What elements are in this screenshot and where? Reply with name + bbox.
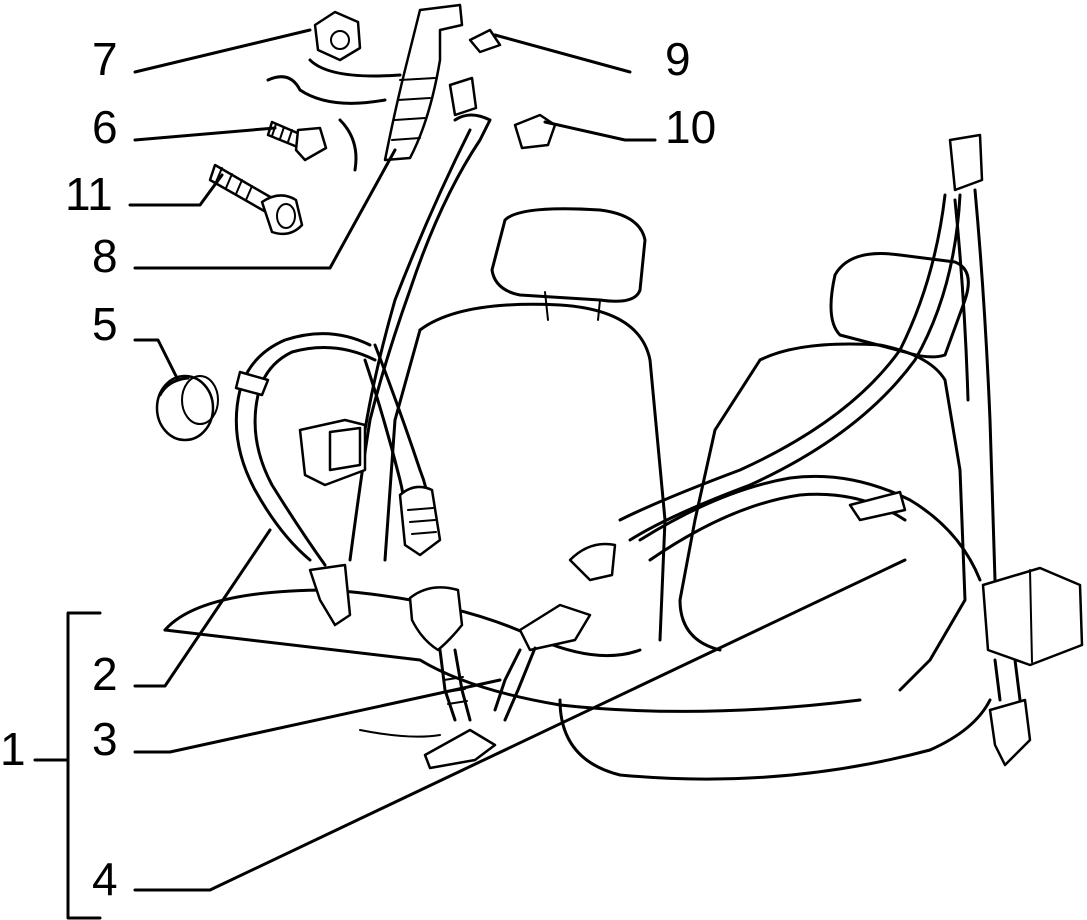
height-adjuster-rail [266,3,464,172]
callout-5: 5 [92,298,118,350]
rear-seat-outline [558,252,992,781]
bolt-part-11 [208,163,304,236]
nut-part-7 [313,10,362,62]
group-bracket-1 [33,611,102,920]
bolt-part-6 [266,120,328,162]
callout-1: 1 [0,723,26,775]
cover-part-10 [513,113,557,150]
callout-4: 4 [92,853,118,905]
callout-3: 3 [92,713,118,765]
leader-lines [128,28,907,892]
callout-10: 10 [665,101,716,153]
callout-6: 6 [92,101,118,153]
callout-8: 8 [92,230,118,282]
cap-part-9 [468,28,502,54]
front-seat-outline [163,207,862,738]
callout-7: 7 [92,33,118,85]
spacer-part-5 [155,374,219,442]
callout-2: 2 [92,648,118,700]
front-buckle-assembly [408,586,497,770]
callout-labels: 7 9 6 10 11 8 5 2 3 1 4 [0,33,716,905]
rear-seat-belt-assembly [493,133,1084,767]
callout-11: 11 [65,168,113,220]
callout-9: 9 [665,33,691,85]
front-seat-belt-assembly [234,76,492,627]
